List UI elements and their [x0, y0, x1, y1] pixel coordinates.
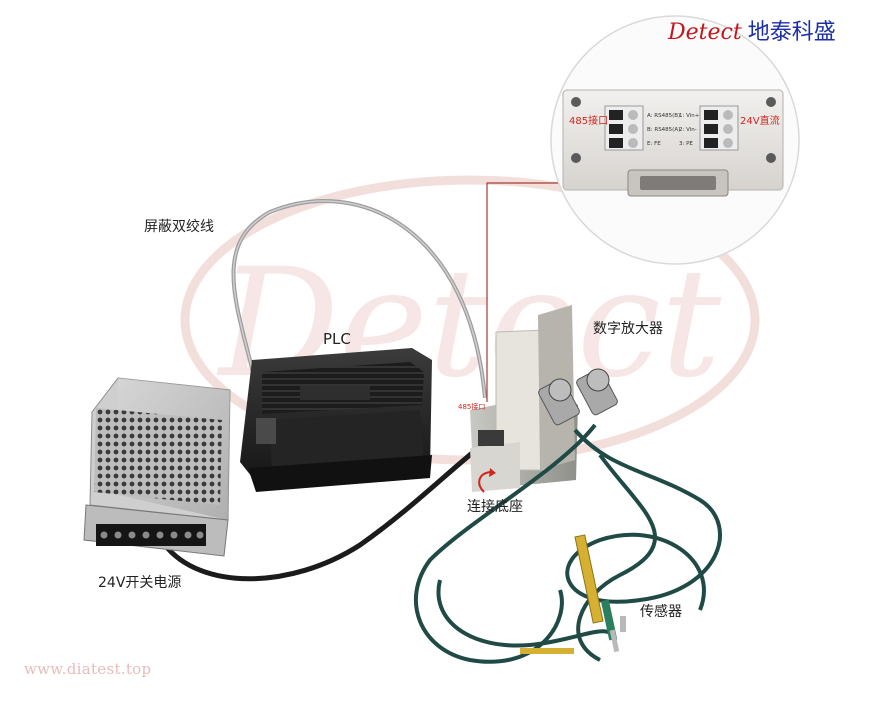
label-power-supply: 24V开关电源	[98, 575, 182, 591]
zoom-callout: A: RS485(B) B: RS485(A) E: FE 1: Vin+ 2:…	[550, 15, 800, 265]
label-plc: PLC	[323, 330, 351, 348]
pin-label: B: RS485(A)	[647, 127, 680, 133]
sensor-connectors	[538, 368, 618, 426]
power-supply-unit	[83, 377, 231, 557]
terminal-block	[96, 524, 206, 546]
website-url: www.diatest.top	[24, 660, 152, 678]
brand-english: Detect	[668, 20, 742, 45]
plc-unit	[240, 348, 432, 492]
sensor-probes	[520, 534, 626, 654]
pin-label: 2: Vin-	[679, 127, 697, 133]
brand-chinese: 地泰科盛	[747, 20, 836, 45]
zoom-leader-line	[486, 182, 560, 402]
label-twisted-pair: 屏蔽双绞线	[144, 219, 214, 235]
zoom-485-label: 485接口	[569, 114, 608, 127]
label-amplifier: 数字放大器	[593, 321, 663, 337]
pin-label: 3: PE	[679, 141, 693, 147]
base-485-label: 485接口	[458, 402, 485, 411]
zoom-24v-label: 24V直流	[740, 114, 780, 127]
pin-label: 1: Vin+	[679, 113, 700, 119]
pin-label: A: RS485(B)	[647, 113, 680, 119]
sensor-cables	[413, 423, 722, 664]
label-base: 连接底座	[467, 499, 523, 515]
base-arrow	[478, 471, 491, 493]
label-sensor: 传感器	[640, 604, 682, 620]
power-cable	[163, 438, 490, 582]
pin-label: E: FE	[647, 141, 661, 147]
